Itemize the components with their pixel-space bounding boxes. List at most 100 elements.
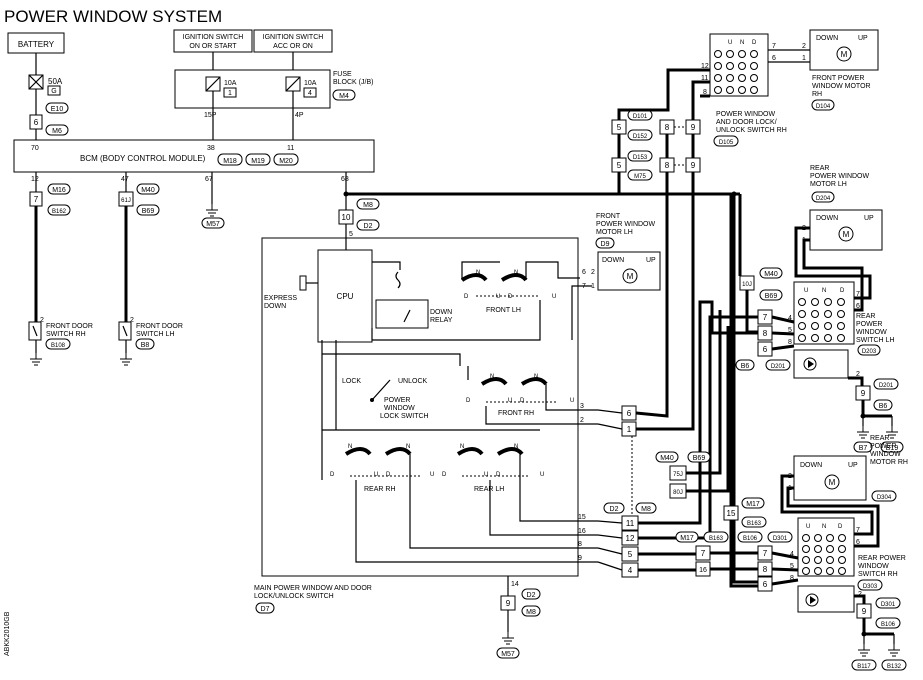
conn-m17-b: M17	[680, 535, 694, 542]
bcm-conn-m18: M18	[223, 158, 237, 165]
switch-contact	[814, 534, 822, 542]
flh-u2: U	[552, 294, 556, 300]
switch-contact	[738, 62, 746, 70]
switch-contact	[826, 534, 834, 542]
ign-acc-label-1: IGNITION SWITCH	[263, 34, 324, 41]
switch-contact	[837, 322, 845, 330]
conn-b108: B108	[51, 343, 66, 349]
fplh-motor-label-2: POWER WINDOW	[596, 221, 655, 228]
rrhs-label-3: SWITCH RH	[858, 571, 898, 578]
frhs-pin-11: 11	[701, 75, 708, 82]
switch-contact	[814, 545, 822, 553]
rr-pin-15: 15	[727, 509, 736, 518]
conn-b106-a: B106	[743, 536, 758, 542]
conn-b117: B117	[857, 664, 871, 670]
bcm-pin-68: 68	[341, 176, 349, 183]
switch-contact	[798, 334, 806, 342]
bcm-pin-11: 11	[287, 145, 294, 152]
conn-d105: D105	[719, 140, 734, 146]
switch-contact	[726, 62, 734, 70]
pin-5-main: 5	[349, 231, 353, 238]
fuse-50a-id: G	[51, 88, 56, 95]
flh-u1: U	[496, 294, 500, 300]
conn-m40-rr: M40	[660, 455, 674, 462]
bcm-pin-38: 38	[207, 145, 215, 152]
rlhm-down: DOWN	[816, 215, 838, 222]
switch-contact	[837, 298, 845, 306]
rlhm-label-2: POWER WINDOW	[810, 173, 869, 180]
conn-m57-bcm: M57	[206, 221, 220, 228]
rear-rh-label: REAR RH	[364, 486, 396, 493]
rrh-u2: U	[430, 472, 434, 478]
conn-d101: D101	[633, 114, 648, 120]
switch-contact	[750, 62, 758, 70]
lock-switch-label-1: POWER	[384, 397, 410, 404]
rear-rh-switch-contacts	[802, 534, 846, 575]
fplh-pin-7: 7	[582, 283, 586, 290]
bcm-pin-47: 47	[121, 176, 129, 183]
switch-contact	[726, 86, 734, 94]
rrhs-u: U	[806, 524, 810, 530]
rl-pin-9: 9	[861, 389, 866, 398]
conn-b7: B7	[859, 445, 868, 452]
pin-61j: 61J	[121, 198, 131, 204]
switch-contact	[714, 50, 722, 58]
frhs-d: D	[752, 40, 757, 46]
switch-contact	[838, 545, 846, 553]
switch-contact	[802, 534, 810, 542]
switch-contact	[838, 567, 846, 575]
flh-n2: N	[514, 270, 518, 276]
pin-9-rr: 9	[578, 555, 582, 562]
frhs-pin-12: 12	[701, 63, 709, 70]
pin-6-bat: 6	[34, 118, 39, 127]
frh-pin-5a: 5	[617, 123, 622, 132]
conn-m17-a: M17	[746, 501, 760, 508]
conn-m8-gnd: M8	[526, 609, 536, 616]
front-lh-label: FRONT LH	[486, 307, 521, 314]
rear-lh-switch-contacts	[798, 298, 845, 342]
fplh-pin-1: 1	[591, 283, 595, 290]
rlh-d2: D	[496, 472, 501, 478]
pin-10j: 10J	[742, 282, 752, 288]
switch-contact	[814, 567, 822, 575]
conn-b69-bcm: B69	[142, 208, 155, 215]
switch-contact	[798, 298, 806, 306]
rrhs-pin-7: 7	[856, 527, 860, 534]
rlhm-label-3: MOTOR LH	[810, 181, 847, 188]
conn-b69-rr: B69	[693, 455, 706, 462]
conn-d153: D153	[633, 155, 648, 161]
rrhm-up: UP	[848, 462, 858, 469]
conn-e10: E10	[51, 106, 64, 113]
pin-2-fdlh: 2	[130, 317, 134, 324]
frh-n2: N	[534, 374, 538, 380]
battery-label: BATTERY	[18, 40, 55, 49]
conn-d301-a: D301	[773, 536, 788, 542]
pin-8-rr: 8	[578, 541, 582, 548]
lock-label: LOCK	[342, 378, 361, 385]
pin-75j: 75J	[673, 472, 683, 478]
frhs-label-1: POWER WINDOW	[716, 111, 775, 118]
fuse-10a-1-rating: 10A	[224, 80, 237, 87]
conn-b162: B162	[52, 209, 67, 215]
switch-contact	[811, 310, 819, 318]
switch-contact	[726, 74, 734, 82]
conn-d2-main: D2	[364, 223, 373, 230]
rr-pin-7a: 7	[701, 549, 706, 558]
pin-3-frh: 3	[580, 403, 584, 410]
ign-on-label-2: ON OR START	[189, 43, 237, 50]
fuse-block-label-1: FUSE	[333, 71, 352, 78]
rrhm-label-1: REAR	[870, 435, 889, 442]
flh-n1: N	[476, 270, 480, 276]
bcm-conn-m20: M20	[279, 158, 293, 165]
bcm-pin-12: 12	[31, 176, 39, 183]
fplh-motor-label-1: FRONT	[596, 213, 621, 220]
frhm-m: M	[841, 50, 848, 59]
fplh-motor-label-3: MOTOR LH	[596, 229, 633, 236]
conn-m40-rl: M40	[764, 271, 778, 278]
conn-b163-b: B163	[709, 536, 724, 542]
switch-contact	[837, 310, 845, 318]
frh-u2: U	[570, 398, 574, 404]
rrhm-label-4: MOTOR RH	[870, 459, 908, 466]
rr-pin-16: 16	[699, 567, 707, 574]
switch-contact	[838, 556, 846, 564]
